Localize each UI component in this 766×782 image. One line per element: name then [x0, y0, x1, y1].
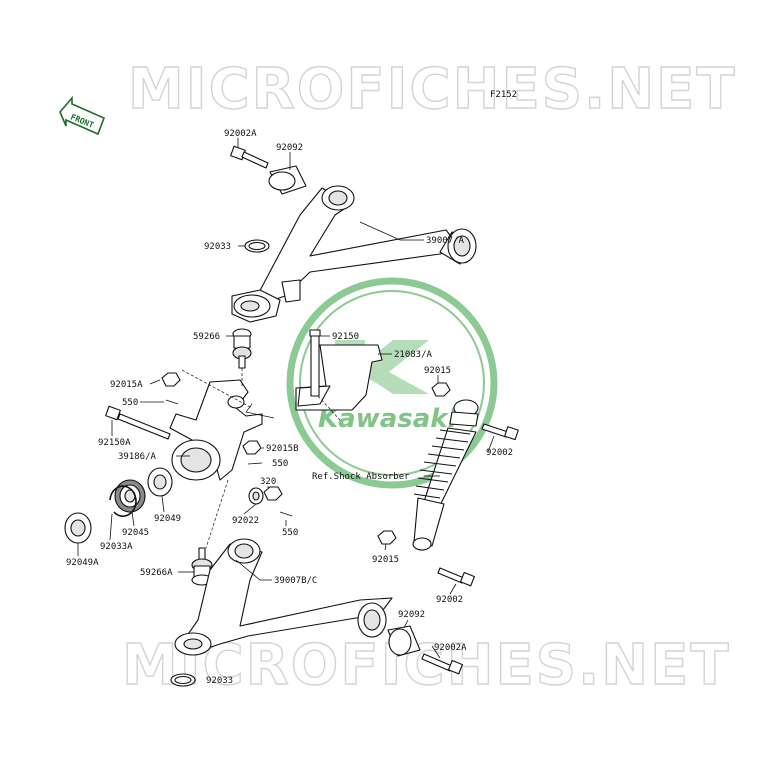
circlip-92033A — [109, 485, 137, 517]
label-92033-top[interactable]: 92033 — [204, 242, 231, 252]
bracket-21083A — [295, 329, 383, 411]
pin-550-c — [279, 511, 293, 517]
label-92150[interactable]: 92150 — [332, 332, 359, 342]
label-92015-low[interactable]: 92015 — [372, 555, 399, 565]
upper-a-arm — [231, 185, 477, 323]
ring-92033-top — [244, 239, 270, 253]
figure-id: F2152 — [490, 90, 517, 100]
label-59266[interactable]: 59266 — [193, 332, 220, 342]
label-92015A[interactable]: 92015A — [110, 380, 143, 390]
bolt-92002A-low — [421, 653, 463, 675]
nut-92015-right — [431, 382, 451, 397]
label-550-c[interactable]: 550 — [282, 528, 298, 538]
steering-knuckle — [169, 379, 263, 481]
label-shock-ref[interactable]: Ref.Shock Absorber — [312, 472, 410, 482]
bushing-92092-low — [387, 625, 421, 657]
label-39186A[interactable]: 39186/A — [118, 452, 157, 462]
label-92049A[interactable]: 92049A — [66, 558, 99, 568]
label-92002A-top[interactable]: 92002A — [224, 129, 257, 139]
label-92002-right[interactable]: 92002 — [486, 448, 513, 458]
bolt-92002-low — [437, 567, 475, 587]
label-92045[interactable]: 92045 — [122, 528, 149, 538]
bolt-92150A — [105, 405, 171, 440]
front-arrow-icon: FRONT — [59, 95, 106, 136]
label-92002-low[interactable]: 92002 — [436, 595, 463, 605]
nut-320 — [263, 486, 283, 501]
label-39007BC[interactable]: 39007B/C — [274, 576, 317, 586]
pin-550-b — [247, 462, 263, 465]
label-92150A[interactable]: 92150A — [98, 438, 131, 448]
bolt-92002-right — [481, 423, 519, 441]
label-59266A[interactable]: 59266A — [140, 568, 173, 578]
nut-92015-low — [377, 530, 397, 545]
washer-92022 — [248, 487, 264, 505]
label-92022[interactable]: 92022 — [232, 516, 259, 526]
label-92002A-low[interactable]: 92002A — [434, 643, 467, 653]
label-550-a[interactable]: 550 — [122, 398, 138, 408]
label-320[interactable]: 320 — [260, 477, 276, 487]
ring-92033-low — [170, 673, 196, 687]
seal-92049A — [64, 512, 92, 544]
seal-92049 — [147, 467, 173, 497]
label-92092-top[interactable]: 92092 — [276, 143, 303, 153]
label-92033A[interactable]: 92033A — [100, 542, 133, 552]
part-labels: 92002A 92092 39007/A 92033 59266 92150 2… — [66, 129, 513, 686]
pin-550-a — [165, 399, 179, 405]
bolt-92002A-top — [230, 145, 269, 169]
nut-92015A — [161, 372, 181, 387]
lower-a-arm — [174, 538, 393, 656]
label-92015B[interactable]: 92015B — [266, 444, 299, 454]
ball-joint-59266 — [232, 328, 252, 369]
label-21083A[interactable]: 21083/A — [394, 350, 433, 360]
label-39007A[interactable]: 39007/A — [426, 236, 465, 246]
label-92033-low[interactable]: 92033 — [206, 676, 233, 686]
nut-92015B — [242, 440, 262, 455]
label-92049[interactable]: 92049 — [154, 514, 181, 524]
label-550-b[interactable]: 550 — [272, 459, 288, 469]
watermark-top: MICROFICHES.NET — [128, 57, 737, 122]
bearing-92045 — [114, 479, 146, 513]
label-92092-low[interactable]: 92092 — [398, 610, 425, 620]
shock-absorber — [412, 399, 479, 551]
bushing-92092-top — [268, 165, 307, 195]
leader-lines — [77, 138, 495, 681]
label-92015-right[interactable]: 92015 — [424, 366, 451, 376]
